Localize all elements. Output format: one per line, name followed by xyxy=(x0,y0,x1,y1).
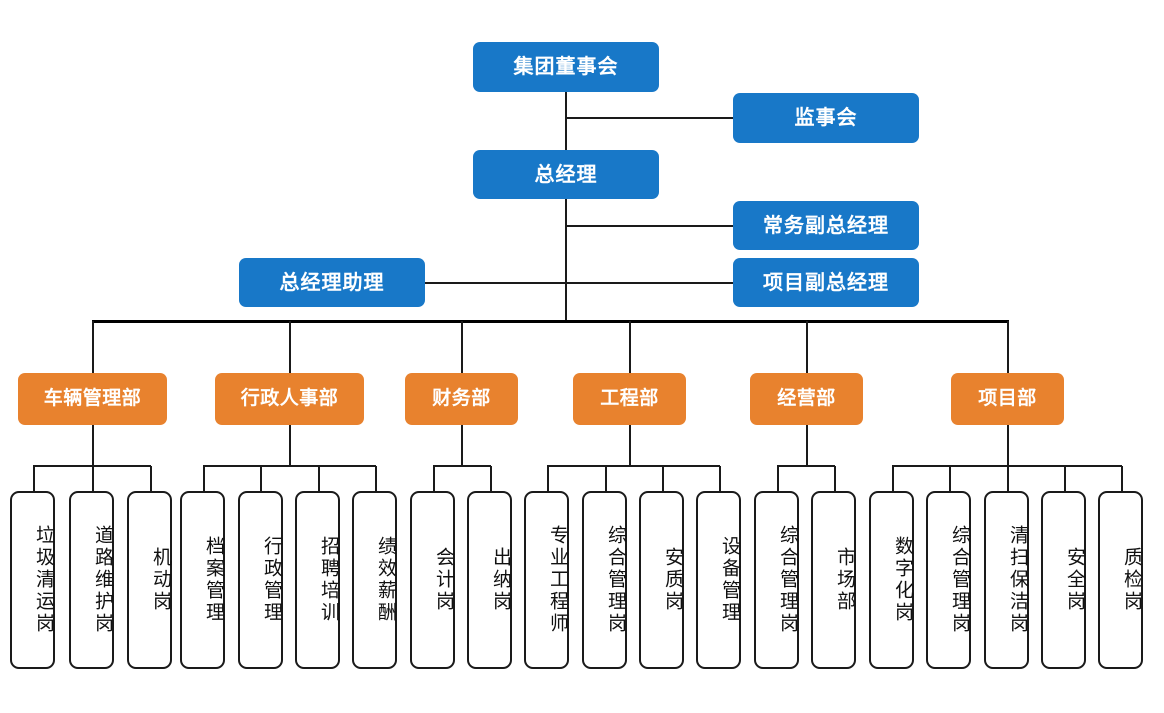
connector-admin-child-bus xyxy=(203,465,376,467)
connector-finance-child-bus xyxy=(433,465,491,467)
node-supervisory-board[interactable]: 监事会 xyxy=(733,93,919,143)
connector-vehicle-child-drop-0 xyxy=(33,466,35,491)
connector-finance-child-drop-1 xyxy=(490,466,492,491)
position-node[interactable]: 设备管理 xyxy=(696,491,741,669)
position-node[interactable]: 道路维护岗 xyxy=(69,491,114,669)
position-node[interactable]: 市场部 xyxy=(811,491,856,669)
connector-department-bus xyxy=(92,320,1009,323)
connector-project-child-drop-2 xyxy=(1007,466,1009,491)
position-node[interactable]: 行政管理 xyxy=(238,491,283,669)
connector-bus-drop-engineering xyxy=(629,321,631,373)
connector-project-child-drop-0 xyxy=(892,466,894,491)
position-node[interactable]: 绩效薪酬 xyxy=(352,491,397,669)
connector-engineering-child-drop-3 xyxy=(719,466,721,491)
connector-operations-child-drop-1 xyxy=(834,466,836,491)
connector-gm-to-executive-deputy xyxy=(565,225,733,227)
connector-project-child-drop-1 xyxy=(949,466,951,491)
connector-gm-to-project-deputy xyxy=(565,282,733,284)
node-general-manager[interactable]: 总经理 xyxy=(473,150,659,199)
connector-board-to-supervisory xyxy=(565,117,733,119)
position-node[interactable]: 综合管理岗 xyxy=(754,491,799,669)
position-node[interactable]: 质检岗 xyxy=(1098,491,1143,669)
position-node[interactable]: 会计岗 xyxy=(410,491,455,669)
connector-admin-child-drop-0 xyxy=(203,466,205,491)
node-department-project[interactable]: 项目部 xyxy=(951,373,1064,425)
position-node[interactable]: 出纳岗 xyxy=(467,491,512,669)
connector-finance-child-drop-0 xyxy=(433,466,435,491)
position-node[interactable]: 机动岗 xyxy=(127,491,172,669)
connector-gm-to-departments xyxy=(565,199,567,322)
node-department-administration-hr[interactable]: 行政人事部 xyxy=(215,373,364,425)
connector-admin-stem xyxy=(289,425,291,466)
connector-engineering-child-drop-2 xyxy=(662,466,664,491)
connector-project-child-drop-3 xyxy=(1064,466,1066,491)
connector-admin-child-drop-1 xyxy=(260,466,262,491)
connector-board-to-gm xyxy=(565,92,567,150)
connector-vehicle-child-drop-1 xyxy=(92,466,94,491)
node-department-vehicle-management[interactable]: 车辆管理部 xyxy=(18,373,167,425)
connector-operations-child-bus xyxy=(777,465,835,467)
connector-vehicle-stem xyxy=(92,425,94,466)
position-node[interactable]: 数字化岗 xyxy=(869,491,914,669)
node-group-board[interactable]: 集团董事会 xyxy=(473,42,659,92)
connector-project-stem xyxy=(1007,425,1009,466)
connector-operations-stem xyxy=(806,425,808,466)
connector-engineering-child-bus xyxy=(547,465,720,467)
position-node[interactable]: 清扫保洁岗 xyxy=(984,491,1029,669)
connector-assistant-to-gm xyxy=(425,282,566,284)
position-node[interactable]: 综合管理岗 xyxy=(926,491,971,669)
connector-admin-child-drop-3 xyxy=(375,466,377,491)
connector-project-child-drop-4 xyxy=(1121,466,1123,491)
position-node[interactable]: 垃圾清运岗 xyxy=(10,491,55,669)
position-node[interactable]: 档案管理 xyxy=(180,491,225,669)
connector-engineering-stem xyxy=(629,425,631,466)
connector-admin-child-drop-2 xyxy=(318,466,320,491)
position-node[interactable]: 安质岗 xyxy=(639,491,684,669)
connector-engineering-child-drop-0 xyxy=(547,466,549,491)
position-node[interactable]: 安全岗 xyxy=(1041,491,1086,669)
connector-bus-drop-finance xyxy=(461,321,463,373)
connector-bus-drop-operations xyxy=(806,321,808,373)
node-executive-deputy-manager[interactable]: 常务副总经理 xyxy=(733,201,919,250)
node-project-deputy-manager[interactable]: 项目副总经理 xyxy=(733,258,919,307)
node-department-engineering[interactable]: 工程部 xyxy=(573,373,686,425)
connector-vehicle-child-drop-2 xyxy=(150,466,152,491)
node-department-operations[interactable]: 经营部 xyxy=(750,373,863,425)
node-department-finance[interactable]: 财务部 xyxy=(405,373,518,425)
connector-finance-stem xyxy=(461,425,463,466)
connector-bus-drop-admin xyxy=(289,321,291,373)
connector-bus-drop-project xyxy=(1007,321,1009,373)
connector-bus-drop-vehicle xyxy=(92,321,94,373)
position-node[interactable]: 综合管理岗 xyxy=(582,491,627,669)
connector-engineering-child-drop-1 xyxy=(605,466,607,491)
connector-operations-child-drop-0 xyxy=(777,466,779,491)
position-node[interactable]: 专业工程师 xyxy=(524,491,569,669)
position-node[interactable]: 招聘培训 xyxy=(295,491,340,669)
node-general-manager-assistant[interactable]: 总经理助理 xyxy=(239,258,425,307)
